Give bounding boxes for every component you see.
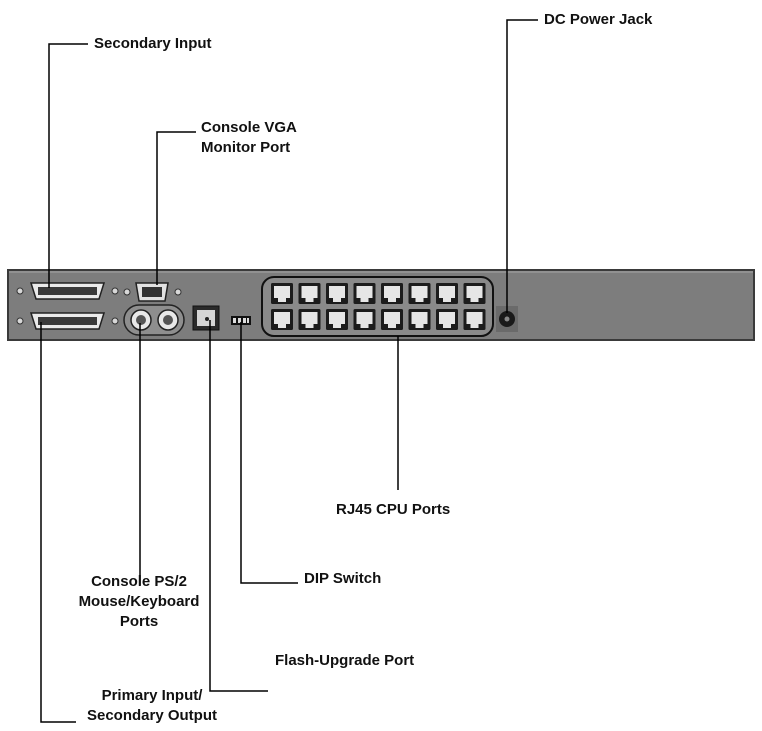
rj45-port — [408, 309, 431, 330]
rj45-port — [381, 283, 403, 304]
leader-lines — [40, 19, 538, 723]
label-console-vga: Console VGA Monitor Port — [201, 118, 297, 158]
label-console-ps2-line2: Mouse/Keyboard — [78, 593, 200, 610]
rj45-port — [271, 283, 293, 304]
dc-power-jack — [496, 306, 518, 332]
label-primary-input-line1: Primary Input/ — [101, 687, 203, 704]
rj45-port — [436, 283, 458, 304]
leader-secondary-input — [48, 43, 88, 288]
label-console-ps2: Console PS/2 Mouse/Keyboard Ports — [64, 572, 214, 632]
label-dc-power-jack: DC Power Jack — [544, 11, 653, 28]
rj45-port — [463, 309, 486, 330]
label-console-vga-line1: Console VGA — [201, 119, 297, 136]
dip-switch — [231, 316, 251, 325]
leader-dip-switch — [240, 322, 298, 584]
primary-input-connector — [16, 312, 119, 330]
label-primary-input: Primary Input/ Secondary Output — [72, 686, 232, 726]
label-primary-input-line2: Secondary Output — [86, 707, 217, 724]
label-dip-switch: DIP Switch — [304, 570, 382, 587]
flash-upgrade-port — [192, 305, 220, 331]
label-console-ps2-line3: Ports — [119, 613, 159, 630]
ps2-ports — [123, 304, 185, 336]
rj45-port — [436, 309, 458, 330]
rj45-port-block — [261, 276, 494, 337]
rj45-port — [353, 309, 376, 330]
rj45-port — [381, 309, 403, 330]
leader-primary-input — [40, 322, 76, 723]
label-console-ps2-line1: Console PS/2 — [91, 573, 187, 590]
label-rj45-cpu-ports: RJ45 CPU Ports — [336, 501, 451, 518]
leader-console-vga — [156, 131, 196, 285]
label-secondary-input: Secondary Input — [94, 35, 212, 52]
rj45-port — [271, 309, 293, 330]
leader-dc-power-jack — [506, 19, 538, 313]
rj45-port — [298, 283, 321, 304]
rj45-port — [326, 309, 348, 330]
rj45-port — [408, 283, 431, 304]
leader-flash-upgrade — [209, 320, 268, 692]
label-console-vga-line2: Monitor Port — [201, 139, 291, 156]
rj45-port — [353, 283, 376, 304]
rj45-port — [298, 309, 321, 330]
rj45-port-grid — [271, 283, 486, 330]
rj45-port — [463, 283, 486, 304]
vga-port — [123, 282, 182, 302]
label-flash-upgrade-port: Flash-Upgrade Port — [275, 652, 415, 669]
rj45-port — [326, 283, 348, 304]
